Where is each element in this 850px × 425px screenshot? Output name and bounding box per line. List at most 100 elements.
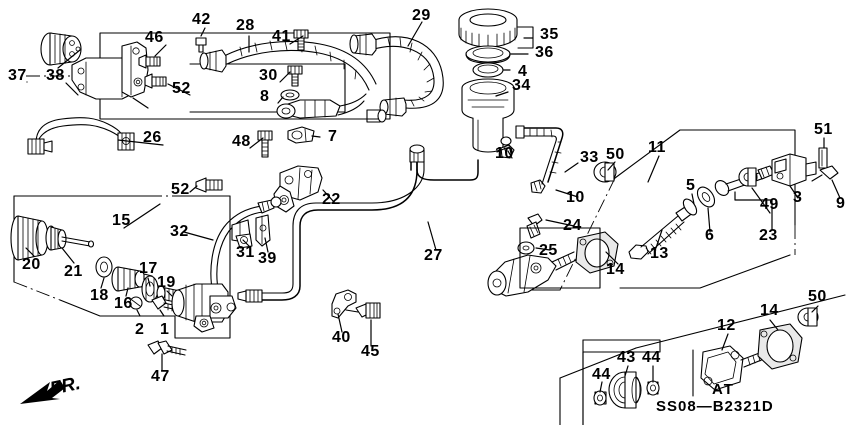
part-39-clip	[255, 214, 271, 247]
diagram-code: SS08—B2321D	[656, 398, 774, 415]
part-banjo-fitting	[276, 93, 367, 119]
part-49-bush	[738, 167, 758, 187]
callout-37: 37	[8, 67, 27, 84]
callout-8: 8	[260, 88, 270, 105]
part-6-seal	[696, 186, 716, 208]
callout-26: 26	[143, 129, 162, 146]
callout-21: 21	[64, 263, 83, 280]
part-50-grommet-b	[797, 307, 819, 327]
part-9-bolt	[811, 165, 839, 182]
part-52-bolt-upper	[144, 73, 167, 89]
callout-46: 46	[145, 29, 164, 46]
callout-9: 9	[836, 195, 846, 212]
callout-24: 24	[563, 217, 582, 234]
leader-lines	[25, 21, 841, 393]
callout-30: 30	[259, 67, 278, 84]
callout-40: 40	[332, 329, 351, 346]
callout-2: 2	[135, 321, 145, 338]
callout-11: 11	[648, 139, 666, 156]
callout-3: 3	[793, 189, 803, 206]
callout-44-a: 44	[592, 366, 611, 383]
part-52-bolt-lower	[195, 177, 223, 193]
callout-33: 33	[580, 149, 599, 166]
part-33-hose	[515, 125, 564, 185]
fr-arrow-icon	[20, 380, 65, 404]
callout-38: 38	[46, 67, 65, 84]
callout-41: 41	[272, 28, 291, 45]
part-20-boot	[10, 215, 49, 261]
part-14-gasket-b	[757, 323, 803, 370]
part-46-bolt	[138, 54, 161, 69]
callout-22: 22	[322, 191, 341, 208]
callout-17: 17	[139, 260, 158, 277]
callout-13: 13	[650, 245, 669, 262]
callout-52-a: 52	[172, 80, 191, 97]
callout-31: 31	[236, 244, 255, 261]
part-36-seal	[465, 45, 511, 64]
part-51-pin	[818, 147, 828, 169]
callout-7: 7	[328, 128, 338, 145]
callout-14-a: 14	[606, 261, 625, 278]
part-30-bolt	[287, 65, 303, 87]
part-14-gasket-a	[575, 231, 619, 274]
callout-29: 29	[412, 7, 431, 24]
part-22-clamp	[273, 165, 323, 213]
callout-45: 45	[361, 343, 380, 360]
part-44-clip-b	[646, 380, 660, 396]
callout-50-b: 50	[808, 288, 827, 305]
callout-10-a: 10	[495, 145, 514, 162]
transmission-type-label: AT	[712, 381, 735, 398]
callout-27: 27	[424, 247, 443, 264]
part-25-washer	[517, 241, 535, 255]
part-12-release-fork	[700, 345, 765, 391]
part-43-bearing	[608, 371, 642, 409]
part-29-hose	[349, 33, 444, 123]
part-2-ball	[129, 296, 143, 310]
callout-16: 16	[114, 295, 133, 312]
part-27-pipe	[237, 144, 479, 303]
part-48-bolt	[257, 130, 273, 158]
part-7-clip	[287, 126, 315, 144]
callout-35: 35	[540, 26, 559, 43]
callout-15: 15	[112, 212, 131, 229]
callout-1: 1	[160, 321, 170, 338]
callout-49: 49	[760, 196, 779, 213]
part-24-bolt	[526, 213, 543, 239]
callout-6: 6	[705, 227, 715, 244]
callout-10-b: 10	[566, 189, 585, 206]
part-10-clamp-b	[530, 179, 546, 194]
part-35-cap	[458, 8, 518, 48]
callout-18: 18	[90, 287, 109, 304]
part-18-seal	[95, 256, 113, 278]
callout-47: 47	[151, 368, 170, 385]
callout-34: 34	[512, 77, 531, 94]
part-45-bolt	[345, 302, 381, 319]
part-44-clip-a	[593, 390, 607, 406]
part-26-hose	[27, 117, 135, 155]
part-40-clip	[331, 289, 357, 319]
callout-28: 28	[236, 17, 255, 34]
callout-20: 20	[22, 256, 41, 273]
part-21-rod	[45, 225, 95, 251]
callout-42: 42	[192, 11, 211, 28]
master-cylinder-body	[487, 251, 577, 297]
callout-43: 43	[617, 349, 636, 366]
callout-39: 39	[258, 250, 277, 267]
callout-48: 48	[232, 133, 251, 150]
callout-36: 36	[535, 44, 554, 61]
callout-51: 51	[814, 121, 833, 138]
part-41-bolt	[293, 29, 309, 51]
callout-32: 32	[170, 223, 189, 240]
part-8-washer	[280, 89, 300, 101]
callout-52-b: 52	[171, 181, 190, 198]
callout-44-b: 44	[642, 349, 661, 366]
part-34-reservoir	[461, 78, 515, 153]
callout-12: 12	[717, 317, 736, 334]
callout-4: 4	[518, 63, 528, 80]
part-4-oring	[472, 62, 504, 78]
callout-19: 19	[157, 274, 176, 291]
callout-50-a: 50	[606, 146, 625, 163]
callout-14-b: 14	[760, 302, 779, 319]
